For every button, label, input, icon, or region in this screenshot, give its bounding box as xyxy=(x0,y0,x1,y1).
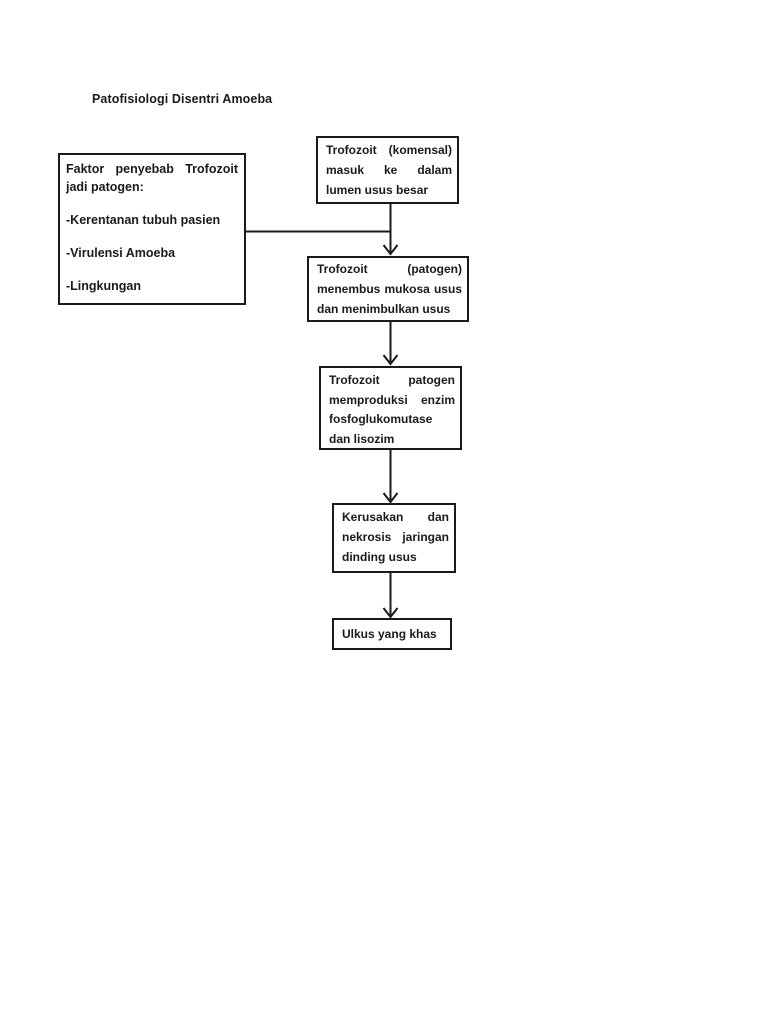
flow-node-ulkus: Ulkus yang khas xyxy=(332,618,452,650)
node-line: masuk ke dalam xyxy=(326,163,452,177)
node-line: nekrosis jaringan xyxy=(342,530,449,544)
flow-node-enzim: Trofozoit patogen memproduksi enzim fosf… xyxy=(319,366,462,450)
node-line: dan menimbulkan usus xyxy=(317,302,451,316)
node-line: menembus mukosa usus xyxy=(317,282,462,296)
node-line: Kerusakan dan xyxy=(342,510,449,524)
node-line: memproduksi enzim xyxy=(329,392,455,407)
node-line: Trofozoit (komensal) xyxy=(326,143,452,157)
node-line: Trofozoit (patogen) xyxy=(317,262,462,276)
node-line: Ulkus yang khas xyxy=(342,627,437,641)
factor-heading-line: jadi patogen: xyxy=(66,179,144,194)
node-line: Trofozoit patogen xyxy=(329,373,455,387)
flow-node-patogen: Trofozoit (patogen) menembus mukosa usus… xyxy=(307,256,469,322)
arrow-enzim-to-kerusakan xyxy=(382,450,399,504)
node-line: dan lisozim xyxy=(329,431,395,446)
flow-node-kerusakan: Kerusakan dan nekrosis jaringan dinding … xyxy=(332,503,456,573)
page-title: Patofisiologi Disentri Amoeba xyxy=(92,92,273,106)
node-line: dinding usus xyxy=(342,550,417,564)
factor-bullet: -Kerentanan tubuh pasien xyxy=(66,212,221,227)
flow-node-komensal: Trofozoit (komensal) masuk ke dalam lume… xyxy=(316,136,459,204)
node-line: lumen usus besar xyxy=(326,183,429,197)
arrow-kerusakan-to-ulkus xyxy=(382,573,399,619)
factor-heading-line: Faktor penyebab Trofozoit xyxy=(66,162,238,176)
node-line: fosfoglukomutase xyxy=(329,412,433,426)
arrow-patogen-to-enzim xyxy=(382,322,399,366)
flow-node-factors: Faktor penyebab Trofozoit jadi patogen: … xyxy=(58,153,246,305)
factor-bullet: -Virulensi Amoeba xyxy=(66,245,176,260)
arrow-komensal-to-patogen xyxy=(382,204,399,256)
factor-bullet: -Lingkungan xyxy=(66,278,141,293)
